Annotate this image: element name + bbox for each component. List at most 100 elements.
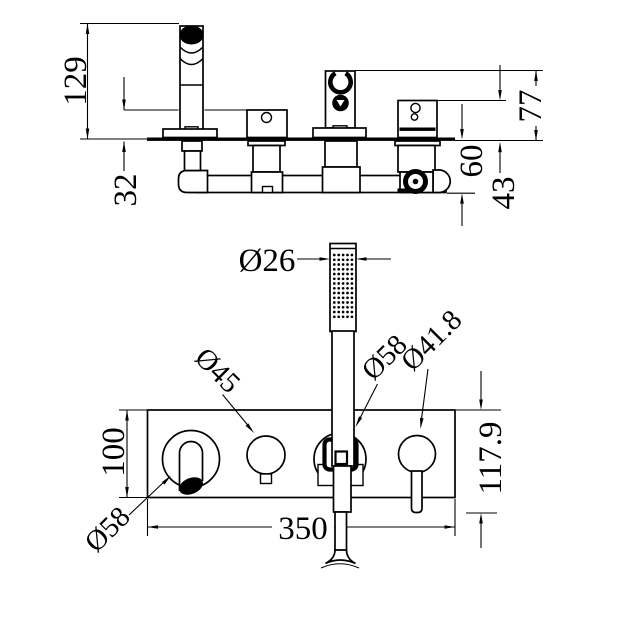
diverter-button-icon xyxy=(260,111,273,124)
holder-knob-triangle-icon xyxy=(336,100,345,107)
spout-neck-1 xyxy=(181,140,203,152)
spray-dot xyxy=(337,301,341,304)
spray-dot xyxy=(332,291,336,295)
spray-dot xyxy=(341,315,345,319)
spray-dot xyxy=(341,258,345,262)
spray-dot xyxy=(332,277,336,281)
holder-body-side xyxy=(321,140,361,194)
diverter-block xyxy=(246,109,288,139)
spray-dot xyxy=(346,263,349,266)
spray-dot xyxy=(346,267,349,271)
dim-outlet-depth: 60 xyxy=(454,104,490,226)
spray-dot xyxy=(346,282,349,285)
dim-label-spout-diameter: Ø58 xyxy=(79,501,137,559)
dim-body-top-offset: 32 xyxy=(108,77,144,207)
spray-dot xyxy=(337,277,341,281)
spout-tip-front xyxy=(179,477,203,495)
spray-dot xyxy=(350,282,354,285)
spout-band-1 xyxy=(179,46,204,54)
spray-dot xyxy=(341,277,345,281)
holder-lower xyxy=(321,166,361,194)
spray-dot xyxy=(346,277,349,281)
spout-pipe-side xyxy=(179,25,204,172)
spray-dot xyxy=(341,267,345,271)
diverter-mid xyxy=(252,144,281,173)
leader-spout-diameter: Ø58 xyxy=(79,475,171,559)
spray-dot xyxy=(350,272,354,276)
dim-plate-width: 350 xyxy=(146,499,456,547)
spray-dot xyxy=(346,286,349,290)
spray-dot xyxy=(337,267,341,271)
spray-dot xyxy=(341,282,345,285)
spray-dot xyxy=(332,301,336,304)
spray-dot xyxy=(332,263,336,266)
spray-dot xyxy=(337,258,341,262)
mixer-body-side xyxy=(394,140,452,194)
mixer-block-bar xyxy=(399,127,436,131)
spray-dot xyxy=(337,296,341,300)
spray-dot xyxy=(341,286,345,290)
spray-dot xyxy=(337,305,341,309)
spout-flange-plate xyxy=(162,128,218,139)
spray-dot xyxy=(332,253,336,257)
diverter-body-side xyxy=(247,140,286,194)
handshower-hose-top xyxy=(334,511,348,554)
spray-dot xyxy=(332,267,336,271)
dim-label-holder-height: 77 xyxy=(513,90,549,123)
spray-dot xyxy=(341,253,345,257)
spray-dot xyxy=(341,272,345,276)
spray-dot xyxy=(346,296,349,300)
wall-plate-bar xyxy=(147,137,455,141)
hose-flare xyxy=(325,549,356,565)
spray-dot xyxy=(350,310,354,314)
spray-dot xyxy=(346,305,349,309)
handshower-spray-face xyxy=(332,253,354,319)
spray-dot xyxy=(337,310,341,314)
spout-front xyxy=(161,429,221,495)
spray-dot xyxy=(332,296,336,300)
spray-dot xyxy=(337,315,341,319)
holder-clamp-icon xyxy=(328,71,353,95)
front-view: 100 350 117.9 Ø26 xyxy=(79,242,509,569)
dim-label-outlet-depth: 60 xyxy=(454,145,490,178)
spout-neck-2 xyxy=(183,150,202,172)
side-view: 129 32 77 60 43 xyxy=(58,22,549,226)
diverter-escutcheon xyxy=(246,435,286,475)
spray-dot xyxy=(346,310,349,314)
handshower-grip xyxy=(332,465,352,513)
spray-dot xyxy=(332,286,336,290)
spray-dot xyxy=(346,258,349,262)
spray-dot xyxy=(337,272,341,276)
dim-label-plate-width: 350 xyxy=(278,511,328,547)
spray-dot xyxy=(341,291,345,295)
dim-valve-top-height: 43 xyxy=(486,65,522,210)
spray-dot xyxy=(346,301,349,304)
mixer-foot xyxy=(397,188,409,193)
spray-dot xyxy=(350,267,354,271)
holder-flange xyxy=(312,127,367,139)
dim-overall-height: 117.9 xyxy=(456,371,509,548)
mixer-keyhole-top-icon xyxy=(410,102,421,114)
spout-flange xyxy=(162,126,218,139)
spray-dot xyxy=(350,286,354,290)
spray-dot xyxy=(350,301,354,304)
spray-dot xyxy=(337,263,341,266)
spray-dot xyxy=(350,253,354,257)
dim-label-handshower-diameter: Ø26 xyxy=(239,243,296,279)
spray-dot xyxy=(332,305,336,309)
spray-dot xyxy=(337,286,341,290)
mixer-block xyxy=(397,99,438,139)
dim-label-body-top-offset: 32 xyxy=(108,174,144,207)
lever-stem xyxy=(410,470,423,514)
spray-dot xyxy=(350,305,354,309)
spray-dot xyxy=(350,291,354,295)
spray-dot xyxy=(346,272,349,276)
diverter-front xyxy=(246,435,286,485)
lever-escutcheon xyxy=(397,434,437,474)
spray-dot xyxy=(332,272,336,276)
dim-label-overall-height: 117.9 xyxy=(473,421,509,494)
spray-dot xyxy=(337,253,341,257)
spray-dot xyxy=(346,253,349,257)
spray-dot xyxy=(350,263,354,266)
